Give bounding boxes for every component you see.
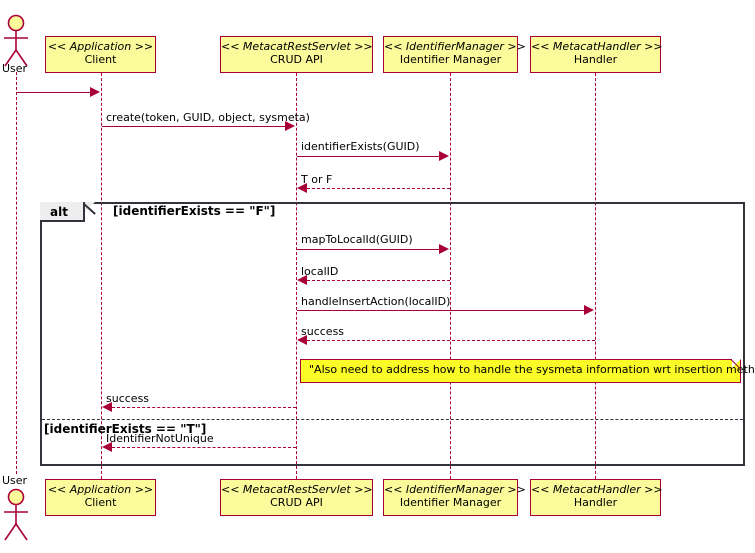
alt-branch-guard-2: [identifierExists == "T"] <box>44 422 207 436</box>
actor-label-user-top: User <box>2 62 28 75</box>
participant-box-handler-top[interactable]: << MetacatHandler >> Handler <box>530 36 663 73</box>
participant-stereotype-crud-bottom: << MetacatRestServlet >> <box>221 483 373 496</box>
message-line-handle-insert-action <box>297 310 585 311</box>
message-line-success-client <box>112 407 296 408</box>
alt-fragment-operator-label: alt <box>50 205 68 219</box>
message-arrowhead-create <box>285 121 295 131</box>
message-arrowhead-handle-insert-action <box>584 305 594 315</box>
message-line-identifier-exists <box>297 156 440 157</box>
participant-box-client-bottom[interactable]: << Application >> Client <box>45 479 156 516</box>
participant-box-idmanager-bottom[interactable]: << IdentifierManager >> Identifier Manag… <box>383 479 526 516</box>
message-arrowhead-t-or-f <box>297 183 307 193</box>
note-sysmeta: "Also need to address how to handle the … <box>300 359 755 383</box>
actor-user-top <box>4 14 28 67</box>
message-label-identifier-not-unique: IdentifierNotUnique <box>106 432 214 445</box>
note-fold-corner <box>732 359 741 368</box>
message-label-create: create(token, GUID, object, sysmeta) <box>106 111 310 124</box>
message-label-success-handler: success <box>301 325 345 338</box>
message-label-map-to-local-id: mapToLocalId(GUID) <box>301 233 413 246</box>
message-arrowhead-map-to-local-id <box>439 244 449 254</box>
actor-label-user-bottom: User <box>2 474 28 487</box>
message-line-map-to-local-id <box>297 249 440 250</box>
alt-fragment-tab-corner <box>85 202 95 212</box>
message-line-t-or-f <box>307 188 450 189</box>
message-label-identifier-exists: identifierExists(GUID) <box>301 140 420 153</box>
message-arrowhead-success-handler <box>297 335 307 345</box>
participant-stereotype-client-bottom: << Application >> <box>47 483 154 496</box>
participant-name-crud-bottom: CRUD API <box>270 495 323 509</box>
participant-name-crud-top: CRUD API <box>270 52 323 66</box>
message-arrowhead-identifier-exists <box>439 151 449 161</box>
alt-fragment-tab <box>40 202 85 222</box>
message-arrowhead-local-id <box>297 275 307 285</box>
message-label-local-id: localID <box>301 265 339 278</box>
message-label-success-client: success <box>106 392 150 405</box>
participant-box-idmanager-top[interactable]: << IdentifierManager >> Identifier Manag… <box>383 36 526 73</box>
message-line-identifier-not-unique <box>112 447 296 448</box>
message-arrowhead-success-client <box>102 402 112 412</box>
participant-name-idmanager-bottom: Identifier Manager <box>399 495 502 509</box>
participant-name-handler-top: Handler <box>573 52 618 66</box>
participant-stereotype-crud-top: << MetacatRestServlet >> <box>221 40 373 53</box>
message-line-success-handler <box>307 340 595 341</box>
participant-name-client-top: Client <box>84 52 117 66</box>
lifeline-crud <box>296 73 297 479</box>
lifeline-handler <box>595 73 596 479</box>
participant-name-idmanager-top: Identifier Manager <box>399 52 502 66</box>
message-label-t-or-f: T or F <box>301 173 333 186</box>
participant-name-client-bottom: Client <box>84 495 117 509</box>
lifeline-user <box>16 72 17 474</box>
message-arrowhead-identifier-not-unique <box>102 442 112 452</box>
message-arrowhead-user-to-client <box>90 87 100 97</box>
participant-box-client-top[interactable]: << Application >> Client <box>45 36 156 73</box>
alt-fragment-frame <box>40 202 745 466</box>
participant-stereotype-idmanager-bottom: << IdentifierManager >> <box>384 483 526 496</box>
participant-box-handler-bottom[interactable]: << MetacatHandler >> Handler <box>530 479 663 516</box>
participant-box-crud-top[interactable]: << MetacatRestServlet >> CRUD API <box>220 36 373 73</box>
lifeline-client <box>101 73 102 479</box>
participant-stereotype-idmanager-top: << IdentifierManager >> <box>384 40 526 53</box>
message-label-handle-insert-action: handleInsertAction(localID) <box>301 295 451 308</box>
alt-branch-guard-1: [identifierExists == "F"] <box>113 204 276 218</box>
participant-stereotype-handler-top: << MetacatHandler >> <box>531 40 663 53</box>
lifeline-idmanager <box>450 73 451 479</box>
participant-name-handler-bottom: Handler <box>573 495 618 509</box>
actor-user-bottom <box>4 488 28 541</box>
message-line-create <box>102 126 286 127</box>
alt-branch-divider <box>42 419 743 420</box>
message-line-local-id <box>307 280 450 281</box>
participant-stereotype-handler-bottom: << MetacatHandler >> <box>531 483 663 496</box>
message-line-user-to-client <box>17 92 91 93</box>
participant-box-crud-bottom[interactable]: << MetacatRestServlet >> CRUD API <box>220 479 373 516</box>
participant-stereotype-client-top: << Application >> <box>47 40 154 53</box>
